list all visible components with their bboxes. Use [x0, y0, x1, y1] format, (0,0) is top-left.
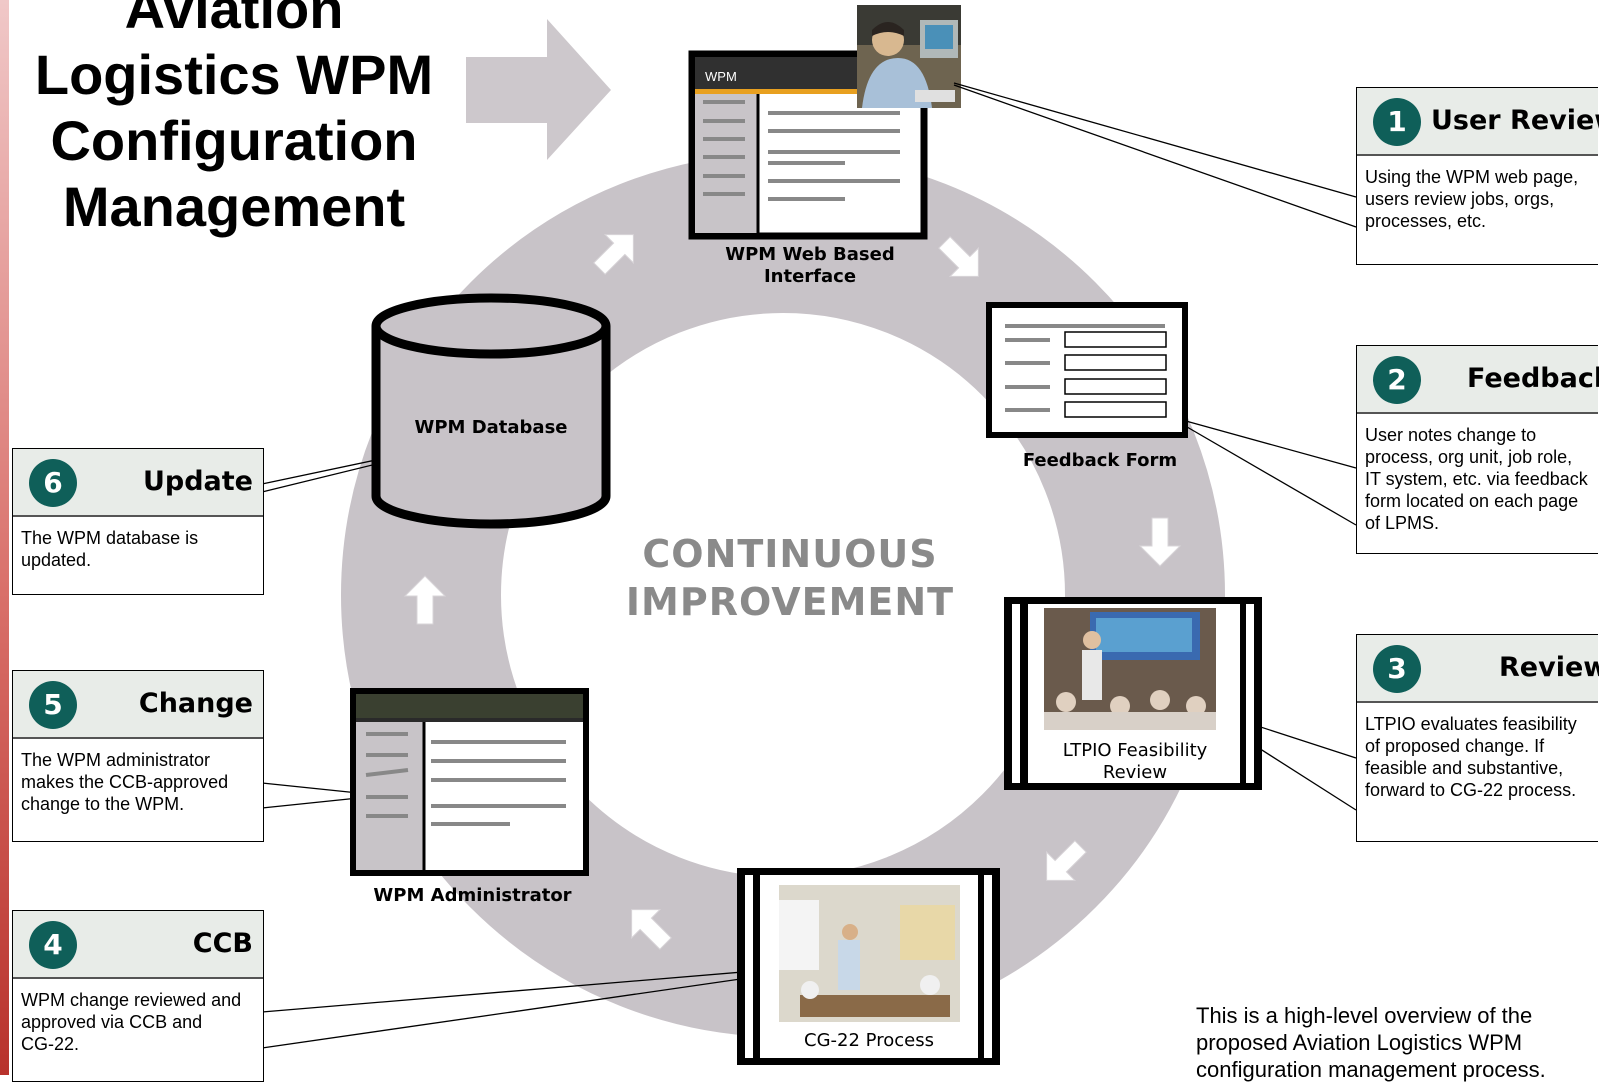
desc-line: process, org unit, job role,	[1365, 447, 1573, 467]
user-photo	[857, 5, 961, 108]
caption-line: Review	[1102, 762, 1168, 783]
flow-arrow-2	[938, 236, 979, 277]
step-number-badge: 4	[29, 921, 77, 969]
database-label: WPM Database	[414, 417, 568, 438]
page-title: Aviation Logistics WPM Configuration Man…	[14, 0, 454, 240]
note-line: configuration management process.	[1196, 1057, 1546, 1082]
step-1-box: 1 User Review Using the WPM web page, us…	[1356, 87, 1599, 265]
step-title: Change	[138, 688, 253, 719]
ltpio-caption: LTPIO Feasibility Review	[1030, 740, 1240, 784]
web-interface-label: WPM Web Based Interface	[700, 244, 920, 288]
step-6-box: 6 Update The WPM database is updated.	[12, 448, 264, 595]
step-header: 2 Feedback	[1357, 346, 1599, 414]
wpm-window-label: WPM	[705, 69, 737, 84]
title-line: Management	[62, 175, 406, 238]
desc-line: of LPMS.	[1365, 513, 1440, 533]
step-title: Feedback	[1467, 363, 1599, 394]
caption-line: LTPIO Feasibility	[1062, 740, 1208, 761]
step-header: 6 Update	[13, 449, 263, 517]
step-4-box: 4 CCB WPM change reviewed and approved v…	[12, 910, 264, 1082]
admin-window	[350, 688, 589, 876]
title-line: Configuration	[50, 109, 418, 172]
step-header: 5 Change	[13, 671, 263, 739]
step-number-badge: 3	[1373, 645, 1421, 693]
step-3-box: 3 Review LTPIO evaluates feasibility of …	[1356, 634, 1599, 842]
desc-line: WPM change reviewed and	[21, 990, 242, 1010]
overview-note: This is a high-level overview of the pro…	[1196, 1002, 1586, 1083]
desc-line: The WPM database is	[21, 528, 199, 548]
feedback-form-graphic	[986, 302, 1188, 438]
title-line: Aviation	[124, 0, 344, 40]
step-description: User notes change to process, org unit, …	[1357, 414, 1598, 542]
administrator-label: WPM Administrator	[373, 885, 572, 906]
step-description: Using the WPM web page, users review job…	[1357, 156, 1598, 240]
desc-line: The WPM administrator	[21, 750, 211, 770]
step-header: 3 Review	[1357, 635, 1599, 703]
label-line: WPM Web Based	[725, 244, 895, 265]
flow-arrow-3	[1138, 517, 1182, 567]
callout-lines	[261, 82, 1357, 1049]
feedback-form-label: Feedback Form	[1022, 450, 1178, 471]
step-2-box: 2 Feedback User notes change to process,…	[1356, 345, 1599, 554]
step-number-badge: 1	[1373, 98, 1421, 146]
desc-line: updated.	[21, 550, 92, 570]
desc-line: approved via CCB and	[21, 1012, 203, 1032]
step-description: The WPM administrator makes the CCB-appr…	[13, 739, 263, 823]
desc-line: feasible and substantive,	[1365, 758, 1564, 778]
flow-arrow-4	[1046, 840, 1087, 881]
desc-line: users review jobs, orgs,	[1365, 189, 1555, 209]
flow-arrow-1	[593, 234, 634, 275]
ltpio-film-frame	[1004, 597, 1262, 790]
desc-line: processes, etc.	[1365, 211, 1487, 231]
step-title: CCB	[192, 928, 253, 959]
desc-line: change to the WPM.	[21, 794, 185, 814]
entry-arrow	[466, 19, 611, 160]
desc-line: Using the WPM web page,	[1365, 167, 1579, 187]
database-cylinder	[371, 293, 611, 529]
edge-gradient-band	[0, 0, 9, 1075]
note-line: This is a high-level overview of the	[1196, 1003, 1533, 1028]
desc-line: CG-22.	[21, 1034, 80, 1054]
step-title: User Review	[1431, 105, 1599, 136]
step-title: Review	[1499, 652, 1599, 683]
desc-line: LTPIO evaluates feasibility	[1365, 714, 1577, 734]
label-line: Interface	[763, 266, 857, 287]
note-line: proposed Aviation Logistics WPM	[1196, 1030, 1523, 1055]
step-header: 1 User Review	[1357, 88, 1599, 156]
step-number-badge: 2	[1373, 356, 1421, 404]
center-line: CONTINUOUS	[642, 532, 938, 576]
step-header: 4 CCB	[13, 911, 263, 979]
desc-line: forward to CG-22 process.	[1365, 780, 1577, 800]
desc-line: IT system, etc. via feedback	[1365, 469, 1588, 489]
title-line: Logistics WPM	[34, 43, 434, 106]
desc-line: makes the CCB-approved	[21, 772, 229, 792]
desc-line: of proposed change. If	[1365, 736, 1545, 756]
step-title: Update	[142, 466, 253, 497]
flow-arrow-5	[631, 909, 672, 950]
flow-arrow-6	[403, 575, 447, 625]
step-description: LTPIO evaluates feasibility of proposed …	[1357, 703, 1598, 809]
desc-line: User notes change to	[1365, 425, 1537, 445]
step-number-badge: 6	[29, 459, 77, 507]
desc-line: form located on each page	[1365, 491, 1579, 511]
center-line: IMPROVEMENT	[625, 580, 955, 624]
continuous-improvement-text: CONTINUOUS IMPROVEMENT	[620, 530, 960, 626]
cg22-film-frame	[737, 868, 1000, 1065]
cg22-caption: CG-22 Process	[804, 1030, 934, 1051]
step-description: WPM change reviewed and approved via CCB…	[13, 979, 263, 1063]
step-description: The WPM database is updated.	[13, 517, 263, 579]
step-number-badge: 5	[29, 681, 77, 729]
step-5-box: 5 Change The WPM administrator makes the…	[12, 670, 264, 842]
